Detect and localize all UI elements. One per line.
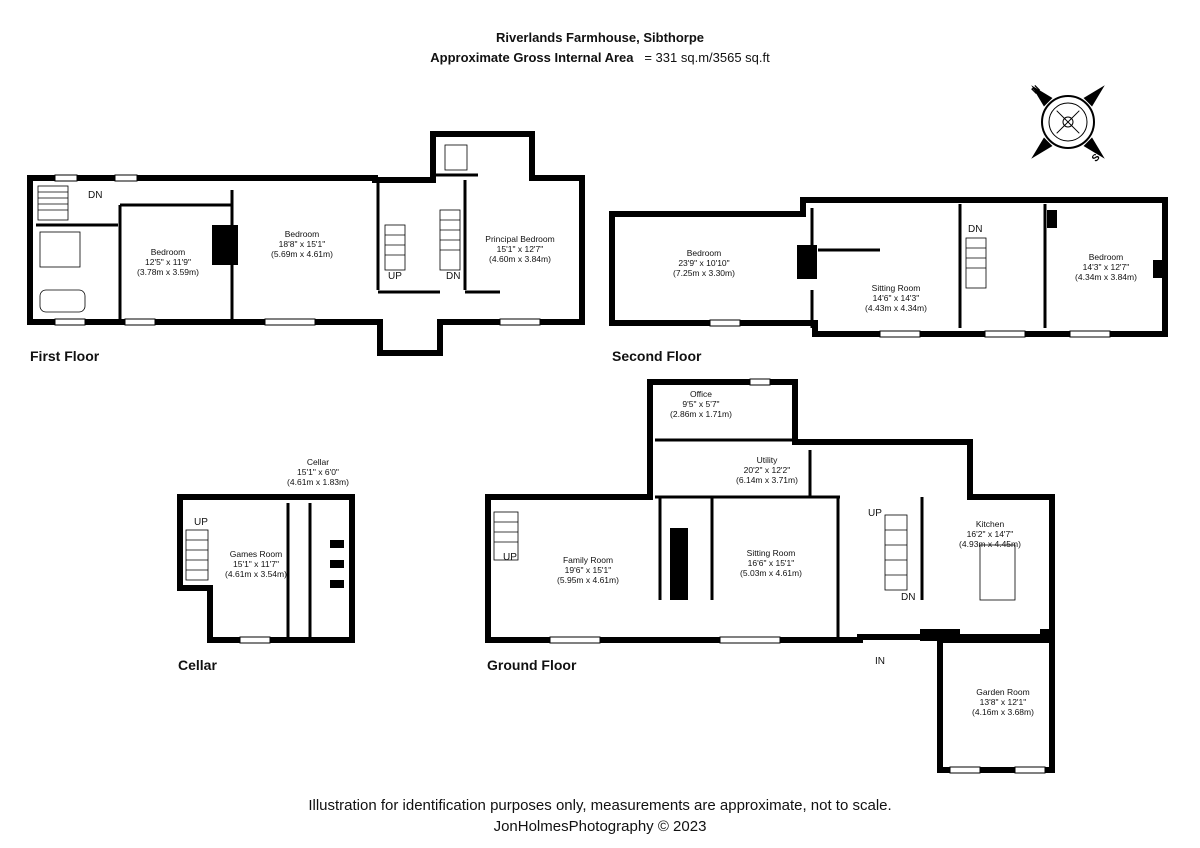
second-floor-title: Second Floor bbox=[612, 348, 702, 364]
room-label: Sitting Room 14'6" x 14'3" (4.43m x 4.34… bbox=[865, 283, 927, 313]
property-title: Riverlands Farmhouse, Sibthorpe bbox=[495, 30, 705, 45]
room-name: Bedroom bbox=[686, 248, 722, 258]
room-name: Office bbox=[689, 389, 713, 399]
room-size-metric: (2.86m x 1.71m) bbox=[670, 409, 732, 419]
second-floor-outline bbox=[609, 197, 1168, 337]
first-floor-title: First Floor bbox=[30, 348, 100, 364]
room-size-metric: (4.60m x 3.84m) bbox=[489, 254, 551, 264]
stair-up-label: UP bbox=[503, 552, 517, 563]
first-floor-outline bbox=[27, 131, 585, 356]
room-name: Kitchen bbox=[975, 519, 1005, 529]
room-size-metric: (4.16m x 3.68m) bbox=[972, 707, 1034, 717]
room-size-imperial: 20'2" x 12'2" bbox=[743, 465, 791, 475]
room-label: Bedroom 14'3" x 12'7" (4.34m x 3.84m) bbox=[1075, 252, 1137, 282]
photographer-credit: JonHolmesPhotography © 2023 bbox=[493, 818, 707, 835]
stair-up-label: UP bbox=[868, 508, 882, 519]
room-label: Family Room 19'6" x 15'1" (5.95m x 4.61m… bbox=[557, 555, 619, 585]
room-size-metric: (4.61m x 3.54m) bbox=[225, 569, 287, 579]
stair-down-label: DN bbox=[901, 592, 916, 603]
room-size-imperial: 23'9" x 10'10" bbox=[678, 258, 730, 268]
entrance-label: IN bbox=[875, 656, 885, 667]
room-label: Kitchen 16'2" x 14'7" (4.93m x 4.45m) bbox=[959, 519, 1021, 549]
room-size-imperial: 16'2" x 14'7" bbox=[966, 529, 1014, 539]
room-size-imperial: 18'8" x 15'1" bbox=[278, 239, 326, 249]
room-size-imperial: 15'1" x 11'7" bbox=[232, 559, 279, 569]
room-size-imperial: 15'1" x 6'0" bbox=[297, 467, 339, 477]
room-name: Family Room bbox=[562, 555, 614, 565]
room-label: Garden Room 13'8" x 12'1" (4.16m x 3.68m… bbox=[972, 687, 1034, 717]
room-label: Bedroom 18'8" x 15'1" (5.69m x 4.61m) bbox=[271, 229, 333, 259]
room-label: Utility 20'2" x 12'2" (6.14m x 3.71m) bbox=[736, 455, 798, 485]
room-size-metric: (5.69m x 4.61m) bbox=[271, 249, 333, 259]
room-label: Office 9'5" x 5'7" (2.86m x 1.71m) bbox=[670, 389, 732, 419]
room-label: Principal Bedroom 15'1" x 12'7" (4.60m x… bbox=[485, 234, 554, 264]
disclaimer-text: Illustration for identification purposes… bbox=[308, 797, 892, 814]
cellar-title: Cellar bbox=[178, 657, 217, 673]
room-size-metric: (7.25m x 3.30m) bbox=[673, 268, 735, 278]
room-label: Bedroom 12'5" x 11'9" (3.78m x 3.59m) bbox=[137, 247, 199, 277]
room-name: Utility bbox=[756, 455, 778, 465]
cellar-outline bbox=[177, 494, 355, 643]
room-size-metric: (5.03m x 4.61m) bbox=[740, 568, 802, 578]
ground-floor-outline bbox=[485, 379, 1055, 643]
room-name: Bedroom bbox=[1088, 252, 1124, 262]
room-size-metric: (3.78m x 3.59m) bbox=[137, 267, 199, 277]
stair-down-label: DN bbox=[446, 271, 461, 282]
room-label: Games Room 15'1" x 11'7" (4.61m x 3.54m) bbox=[225, 549, 287, 579]
room-size-imperial: 14'3" x 12'7" bbox=[1082, 262, 1130, 272]
stair-up-label: UP bbox=[388, 271, 402, 282]
room-name: Garden Room bbox=[976, 687, 1030, 697]
room-name: Bedroom bbox=[150, 247, 186, 257]
compass-icon: N S bbox=[1030, 84, 1105, 164]
room-size-imperial: 14'6" x 14'3" bbox=[872, 293, 920, 303]
room-name: Sitting Room bbox=[871, 283, 921, 293]
stair-down-label: DN bbox=[968, 224, 983, 235]
room-size-imperial: 16'6" x 15'1" bbox=[747, 558, 795, 568]
room-label: Cellar 15'1" x 6'0" (4.61m x 1.83m) bbox=[287, 457, 349, 487]
room-size-metric: (4.43m x 4.34m) bbox=[865, 303, 927, 313]
ground-floor-title: Ground Floor bbox=[487, 657, 577, 673]
room-name: Bedroom bbox=[284, 229, 320, 239]
room-name: Principal Bedroom bbox=[485, 234, 555, 244]
room-size-metric: (6.14m x 3.71m) bbox=[736, 475, 798, 485]
room-size-imperial: 15'1" x 12'7" bbox=[496, 244, 544, 254]
room-name: Cellar bbox=[306, 457, 330, 467]
garden-room-outline bbox=[937, 634, 1055, 773]
room-size-imperial: 13'8" x 12'1" bbox=[979, 697, 1027, 707]
stair-down-label: DN bbox=[88, 190, 103, 201]
room-size-metric: (4.93m x 4.45m) bbox=[959, 539, 1021, 549]
room-size-imperial: 12'5" x 11'9" bbox=[144, 257, 191, 267]
room-size-imperial: 19'6" x 15'1" bbox=[564, 565, 612, 575]
room-size-metric: (5.95m x 4.61m) bbox=[557, 575, 619, 585]
room-size-metric: (4.61m x 1.83m) bbox=[287, 477, 349, 487]
area-value: = 331 sq.m/3565 sq.ft bbox=[644, 50, 770, 65]
room-name: Games Room bbox=[229, 549, 283, 559]
stair-up-label: UP bbox=[194, 517, 208, 528]
room-size-metric: (4.34m x 3.84m) bbox=[1075, 272, 1137, 282]
area-label: Approximate Gross Internal Area bbox=[430, 50, 634, 65]
area-summary: Approximate Gross Internal Area = 331 sq… bbox=[0, 50, 1200, 65]
room-name: Sitting Room bbox=[746, 548, 796, 558]
room-size-imperial: 9'5" x 5'7" bbox=[682, 399, 720, 409]
room-label: Sitting Room 16'6" x 15'1" (5.03m x 4.61… bbox=[740, 548, 802, 578]
room-label: Bedroom 23'9" x 10'10" (7.25m x 3.30m) bbox=[673, 248, 735, 278]
